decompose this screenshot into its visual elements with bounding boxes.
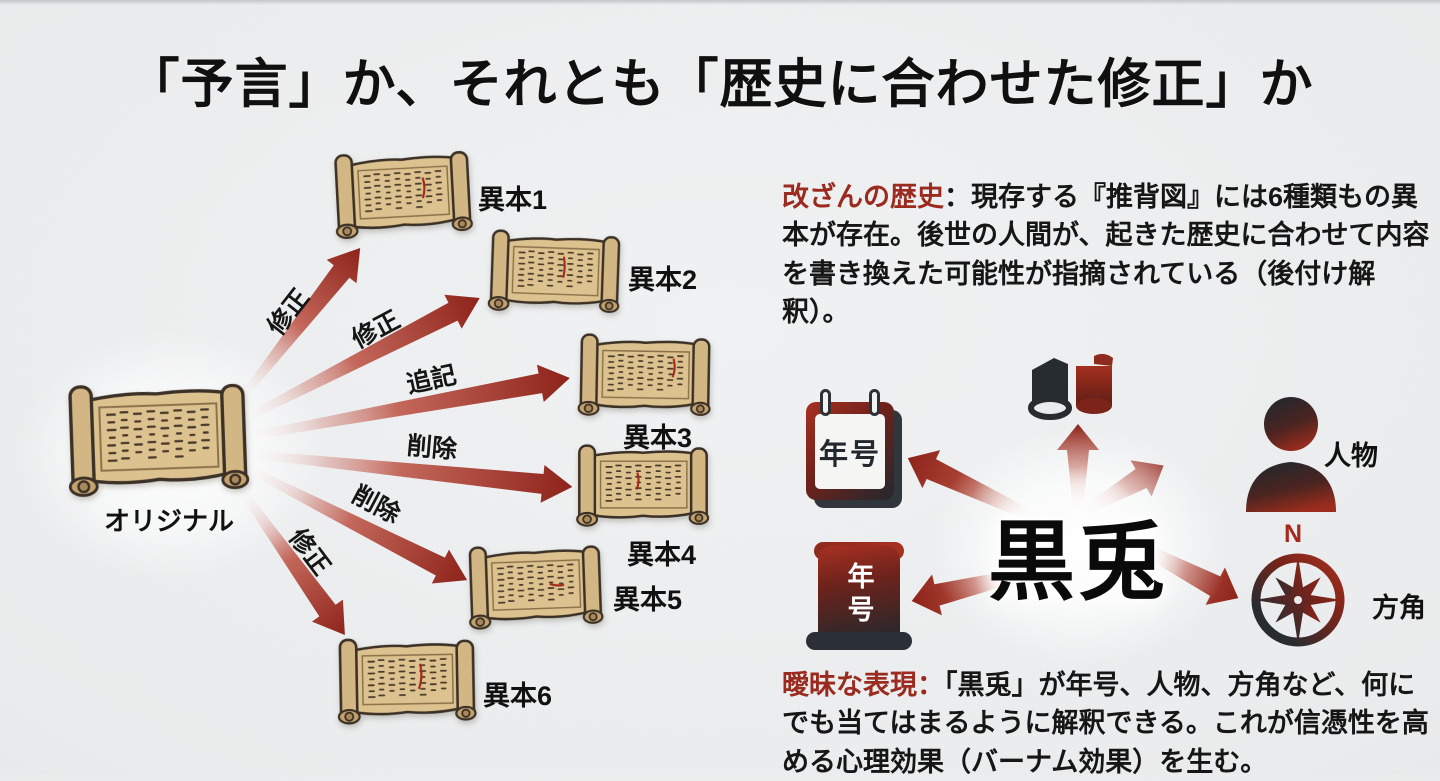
black-rabbit-center-text: 黒兎	[988, 514, 1168, 611]
ambiguity-heading: 曖昧な表現	[782, 670, 917, 700]
history-body: 現存する『推背図』には6種類もの異本が存在。後世の人間が、起きた歴史に合わせて内…	[782, 182, 1430, 327]
page-title: 「予言」か、それとも「歴史に合わせた修正」か	[126, 56, 1314, 114]
arrow-label-3: 追記	[404, 361, 459, 399]
arrow-to-variant5	[252, 468, 468, 584]
calendar-icon: 年号	[806, 389, 902, 508]
variant4-scroll-illustration	[570, 440, 716, 532]
original-label: オリジナル	[104, 506, 235, 536]
arrow-label-6: 修正	[283, 523, 336, 581]
seal-stamps-icon	[1028, 354, 1113, 420]
variant5-scroll-illustration	[460, 537, 610, 635]
variant6-label: 異本6	[483, 681, 553, 711]
person-label: 人物	[1324, 441, 1378, 471]
scroll-base-roller	[806, 632, 912, 650]
scroll-certificate-icon: 年号	[806, 542, 912, 650]
top-edge-shade	[0, 0, 1440, 5]
ambiguity-body: 「黒兎」が年号、人物、方角など、何にでも当てはまるように解釈できる。これが信憑性…	[782, 670, 1429, 777]
arrow-label-2: 修正	[347, 305, 405, 354]
variant6-scroll-illustration	[332, 632, 482, 731]
scroll-era-text: 年号	[843, 562, 874, 628]
variant5-label: 異本5	[613, 585, 683, 615]
variant1-scroll-illustration	[328, 142, 479, 246]
compass-label: 方角	[1372, 593, 1426, 623]
ambiguity-text-block: 曖昧な表現：「黒兎」が年号、人物、方角など、何にでも当てはまるように解釈できる。…	[782, 666, 1434, 781]
variant4-label: 異本4	[627, 540, 697, 570]
history-text-block: 改ざんの歴史：現存する『推背図』には6種類もの異本が存在。後世の人間が、起きた歴…	[782, 178, 1434, 331]
calendar-ring-icon	[869, 389, 880, 416]
arrow-to-variant6	[241, 492, 345, 636]
variant1-label: 異本1	[478, 185, 548, 215]
variant3-scroll-illustration	[569, 329, 721, 424]
person-silhouette-icon	[1246, 397, 1336, 512]
ambiguity-colon: ：	[917, 670, 944, 700]
calendar-era-text: 年号	[815, 414, 885, 489]
history-colon: ：	[944, 182, 971, 212]
arrow-label-1: 修正	[262, 283, 316, 341]
variant3-label: 異本3	[623, 423, 693, 453]
history-heading: 改ざんの歴史	[782, 182, 944, 212]
variant2-label: 異本2	[628, 265, 698, 295]
arrow-label-4: 削除	[405, 431, 458, 465]
calendar-ring-icon	[820, 389, 831, 416]
original-scroll-illustration	[60, 369, 257, 510]
compass-north-letter: N	[1284, 520, 1303, 548]
variant2-scroll-illustration	[483, 223, 626, 323]
scroll-body	[818, 546, 900, 640]
compass-rose-icon	[1251, 553, 1345, 647]
arrow-label-5: 削除	[347, 480, 405, 529]
